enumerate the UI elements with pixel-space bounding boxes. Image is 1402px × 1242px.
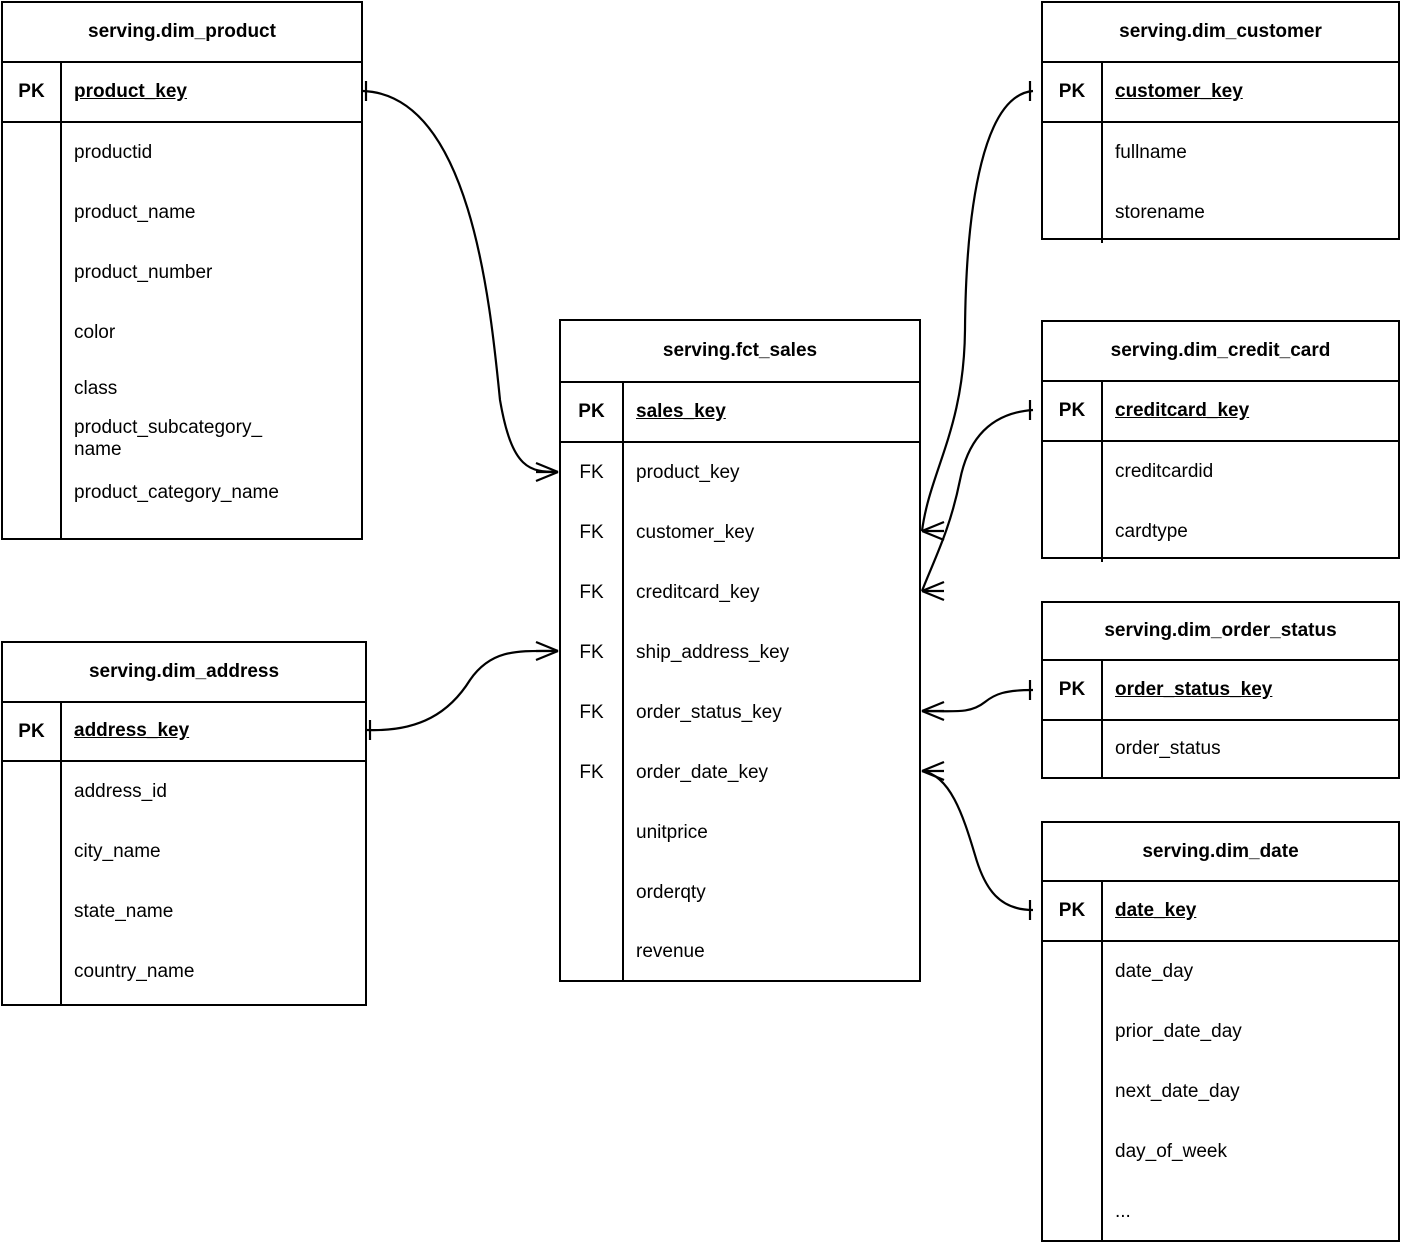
list-item: class [74,377,118,399]
relationship-dim-order-status-to-fct-sales [921,680,1034,722]
pk-badge: PK [1043,382,1103,440]
table-row: FK customer_key [561,503,919,563]
pk-badge: PK [3,703,62,760]
list-item: country_name [74,960,195,982]
entity-title-dim-customer: serving.dim_customer [1043,3,1398,63]
entity-title-dim-product: serving.dim_product [3,3,361,63]
list-item: orderqty [636,881,706,903]
fk-badge: FK [561,743,624,803]
entity-dim-customer[interactable]: serving.dim_customer PK customer_key ful… [1041,1,1400,243]
list-item: productid [74,141,153,163]
list-item: color [74,321,116,343]
attribute-gutter [3,762,62,1004]
fk-badge: FK [561,683,624,743]
table-row: FK creditcard_key [561,563,919,623]
table-row: PK date_key [1043,882,1398,942]
relationship-dim-credit-card-to-fct-sales [920,400,1034,602]
list-item: creditcardid [1115,460,1214,482]
list-item: address_id [74,780,167,802]
relationship-dim-date-to-fct-sales [921,760,1034,920]
pk-column-name: creditcard_key [1115,399,1250,421]
attribute-gutter [561,803,624,982]
pk-badge: PK [1043,661,1103,719]
list-item: cardtype [1115,520,1188,542]
table-row: FK ship_address_key [561,623,919,683]
list-item: revenue [636,941,705,963]
fk-badge: FK [561,443,624,503]
fk-column-name: customer_key [636,521,755,543]
list-item: date_day [1115,960,1194,982]
fk-column-name: ship_address_key [636,641,790,663]
table-row: PK creditcard_key [1043,382,1398,442]
list-item: storename [1115,201,1205,223]
attribute-gutter [1043,442,1103,562]
entity-title-fct-sales: serving.fct_sales [561,321,919,383]
entity-dim-address[interactable]: serving.dim_address PK address_key addre… [1,641,367,1006]
fk-column-name: product_key [636,461,740,483]
table-row: PK customer_key [1043,63,1398,123]
attribute-gutter [3,123,62,538]
pk-column-name: customer_key [1115,80,1243,102]
entity-title-dim-order-status: serving.dim_order_status [1043,603,1398,661]
table-row: FK order_date_key [561,743,919,803]
list-item: state_name [74,900,174,922]
list-item: next_date_day [1115,1080,1240,1102]
entity-dim-credit-card[interactable]: serving.dim_credit_card PK creditcard_ke… [1041,320,1400,562]
relationship-dim-address-to-fct-sales [366,640,559,740]
entity-title-dim-address: serving.dim_address [3,643,365,703]
list-item: unitprice [636,821,708,843]
list-item: product_subcategory_ name [74,417,263,461]
fk-column-name: order_date_key [636,761,769,783]
relationship-dim-customer-to-fct-sales [920,81,1034,542]
attribute-gutter [1043,942,1103,1242]
attribute-gutter [1043,123,1103,243]
table-row: FK order_status_key [561,683,919,743]
list-item: product_name [74,201,196,223]
list-item: product_number [74,261,213,283]
pk-column-name: sales_key [636,400,726,422]
entity-dim-product[interactable]: serving.dim_product PK product_key produ… [1,1,363,540]
relationship-dim-product-to-fct-sales [362,81,559,483]
pk-column-name: product_key [74,80,187,102]
list-item: product_category_name [74,481,279,503]
table-row: PK address_key [3,703,365,762]
fk-badge: FK [561,503,624,563]
list-item: fullname [1115,141,1187,163]
pk-badge: PK [561,383,624,441]
table-row: FK product_key [561,443,919,503]
attribute-gutter [1043,721,1103,777]
list-item: ... [1115,1200,1131,1222]
list-item: order_status [1115,737,1221,759]
pk-badge: PK [3,63,62,121]
entity-title-dim-date: serving.dim_date [1043,823,1398,882]
list-item: day_of_week [1115,1140,1227,1162]
pk-column-name: order_status_key [1115,678,1273,700]
table-row: PK sales_key [561,383,919,443]
table-row: PK order_status_key [1043,661,1398,721]
pk-column-name: address_key [74,720,190,742]
pk-badge: PK [1043,882,1103,940]
entity-fct-sales[interactable]: serving.fct_sales PK sales_key FK produc… [559,319,921,982]
pk-badge: PK [1043,63,1103,121]
fk-column-name: order_status_key [636,701,782,723]
table-row: PK product_key [3,63,361,123]
fk-badge: FK [561,563,624,623]
list-item: prior_date_day [1115,1020,1242,1042]
pk-column-name: date_key [1115,899,1197,921]
entity-dim-date[interactable]: serving.dim_date PK date_key date_day pr… [1041,821,1400,1242]
entity-title-dim-credit-card: serving.dim_credit_card [1043,322,1398,382]
list-item: city_name [74,840,161,862]
entity-dim-order-status[interactable]: serving.dim_order_status PK order_status… [1041,601,1400,779]
fk-badge: FK [561,623,624,683]
fk-column-name: creditcard_key [636,581,760,603]
